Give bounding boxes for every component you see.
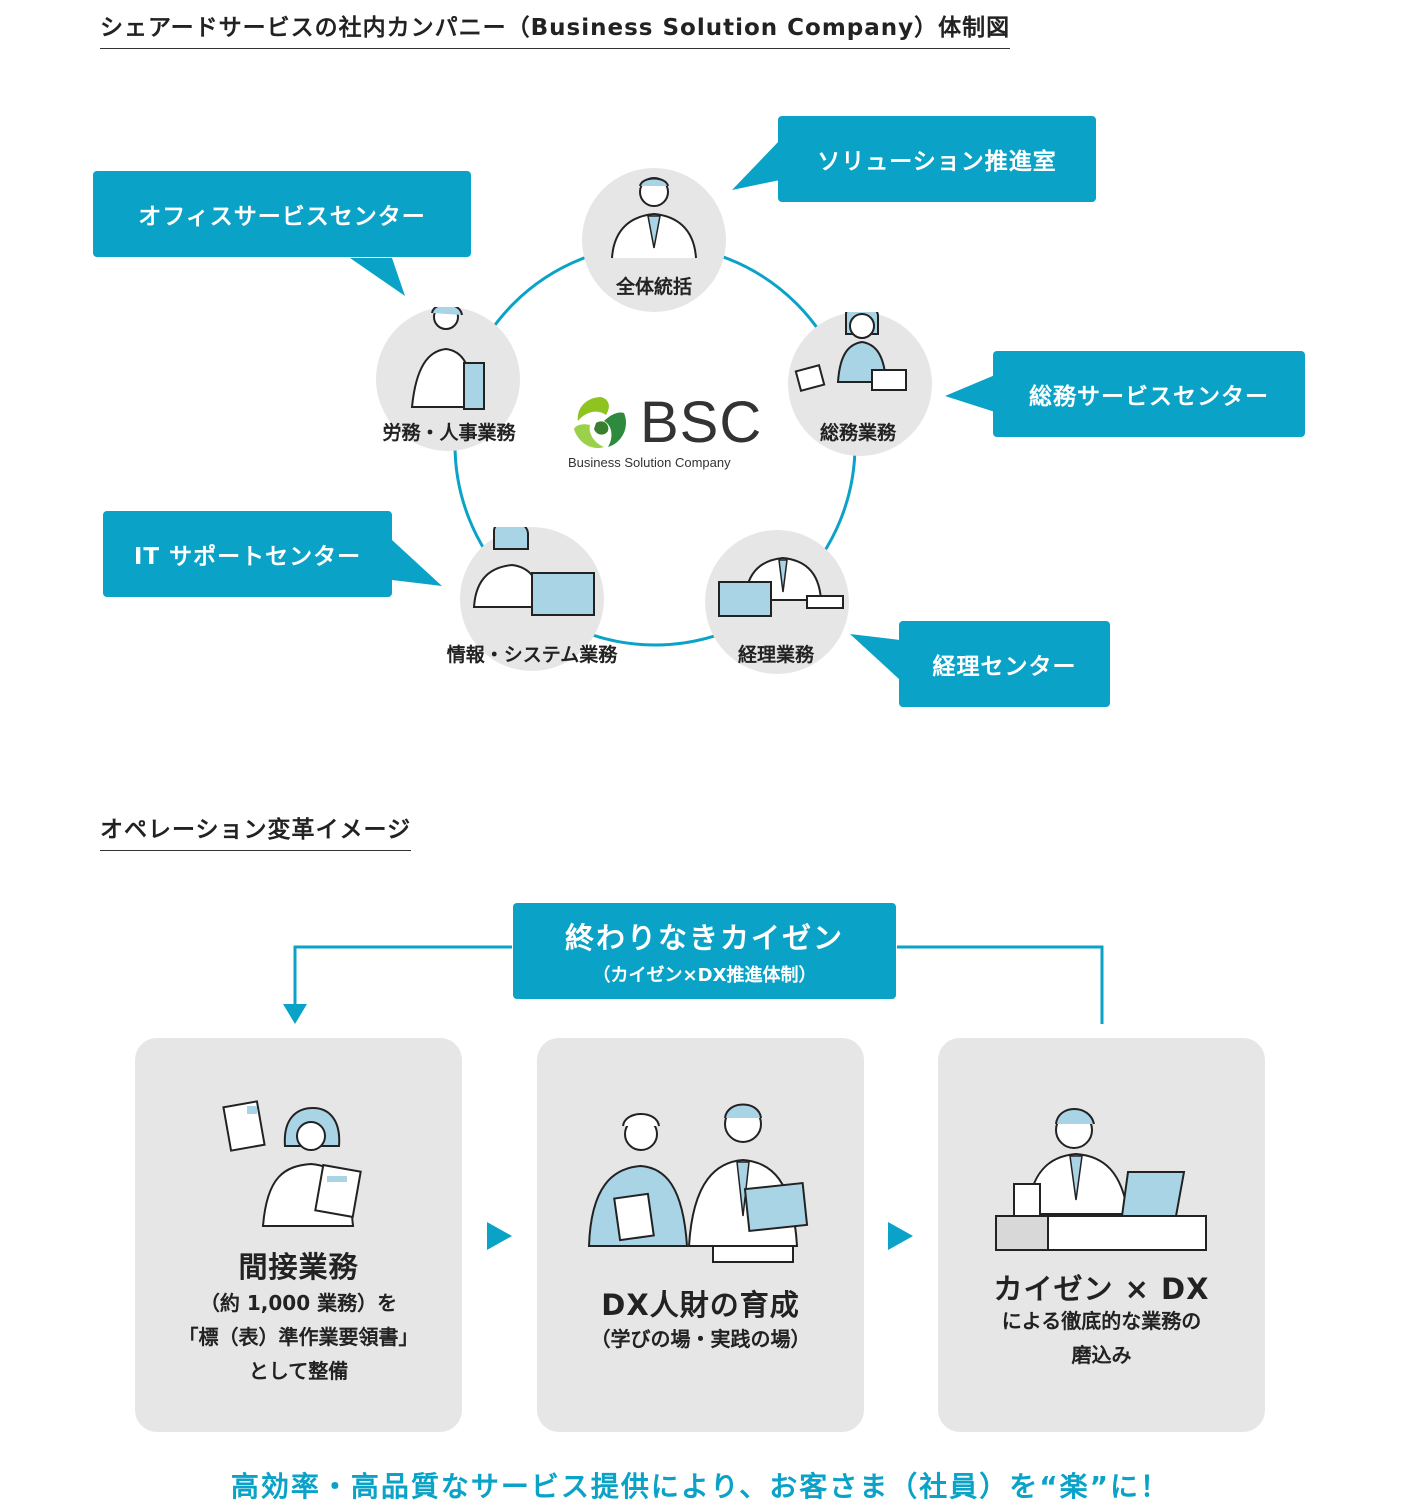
node-label-accounting: 経理業務 (737, 644, 815, 666)
card-title-indirect: 間接業務 (238, 1250, 359, 1284)
two-trainees-icon (587, 1103, 809, 1263)
node-it (460, 527, 604, 671)
node-general (788, 312, 932, 456)
node-label-it: 情報・システム業務 (446, 644, 618, 666)
step-arrow-2 (888, 1222, 913, 1250)
kaizen-loop-box: 終わりなきカイゼン （カイゼン×DX推進体制） (513, 903, 896, 999)
card-line-kaizen-2: 磨込み (1071, 1343, 1132, 1367)
phone-worker-icon (794, 312, 907, 392)
tail-solution (732, 140, 780, 190)
loop-arrowhead (283, 1004, 307, 1024)
card-dx-talent: DX人財の育成 （学びの場・実践の場） (537, 1038, 864, 1432)
hr-worker-icon (410, 307, 485, 410)
bubble-solution: ソリューション推進室 (778, 116, 1096, 202)
bubble-general: 総務サービスセンター (993, 351, 1305, 437)
node-overall (582, 168, 726, 312)
bubble-it: IT サポートセンター (103, 511, 392, 597)
node-hr (376, 307, 520, 451)
woman-with-documents-icon (222, 1100, 362, 1227)
node-label-overall: 全体統括 (615, 276, 693, 298)
bsc-logo-text: BSC (640, 390, 763, 455)
kaizen-loop-subtitle: （カイゼン×DX推進体制） (592, 965, 817, 986)
card-line-indirect-3: として整備 (248, 1359, 349, 1383)
tail-general (945, 375, 995, 412)
loop-line-left (293, 945, 512, 1008)
card-line-indirect-2: 「標（表）準作業要領書」 (178, 1325, 419, 1349)
footer-slogan: 高効率・高品質なサービス提供により、お客さま（社員）を“楽”に！ (230, 1470, 1171, 1503)
card-line-dx-1: （学びの場・実践の場） (590, 1327, 811, 1351)
card-indirect-work: 間接業務 （約 1,000 業務）を 「標（表）準作業要領書」 として整備 (135, 1038, 462, 1432)
it-worker-icon (472, 527, 595, 616)
section2-heading: オペレーション変革イメージ (100, 810, 412, 851)
loop-line-right (897, 945, 1104, 1024)
section1-heading: シェアードサービスの社内カンパニー（Business Solution Comp… (100, 8, 1011, 49)
step-arrow-1 (487, 1222, 512, 1250)
bubble-office: オフィスサービスセンター (93, 171, 471, 257)
bsc-logo: BSC Business Solution Company (568, 390, 761, 473)
bsc-logo-mark-icon (574, 397, 627, 449)
bubble-accounting: 経理センター (899, 621, 1110, 707)
card-line-indirect-1: （約 1,000 業務）を (199, 1291, 398, 1315)
kaizen-loop-title: 終わりなきカイゼン (564, 921, 844, 955)
card-title-kaizen: カイゼン × DX (993, 1272, 1210, 1306)
node-label-general: 総務業務 (819, 422, 897, 444)
node-accounting (705, 530, 849, 674)
executive-figure-icon (611, 177, 697, 259)
tail-office (350, 258, 405, 296)
card-kaizen-dx: カイゼン × DX による徹底的な業務の 磨込み (938, 1038, 1265, 1432)
tail-accounting (850, 634, 900, 680)
node-label-hr: 労務・人事業務 (382, 422, 516, 444)
bsc-logo-subtext: Business Solution Company (568, 455, 731, 470)
card-line-kaizen-1: による徹底的な業務の (1001, 1309, 1202, 1333)
card-title-dx: DX人財の育成 (601, 1288, 800, 1322)
desk-worker-icon (995, 1108, 1207, 1251)
accountant-figure-icon (718, 556, 844, 617)
tail-it (392, 540, 442, 586)
